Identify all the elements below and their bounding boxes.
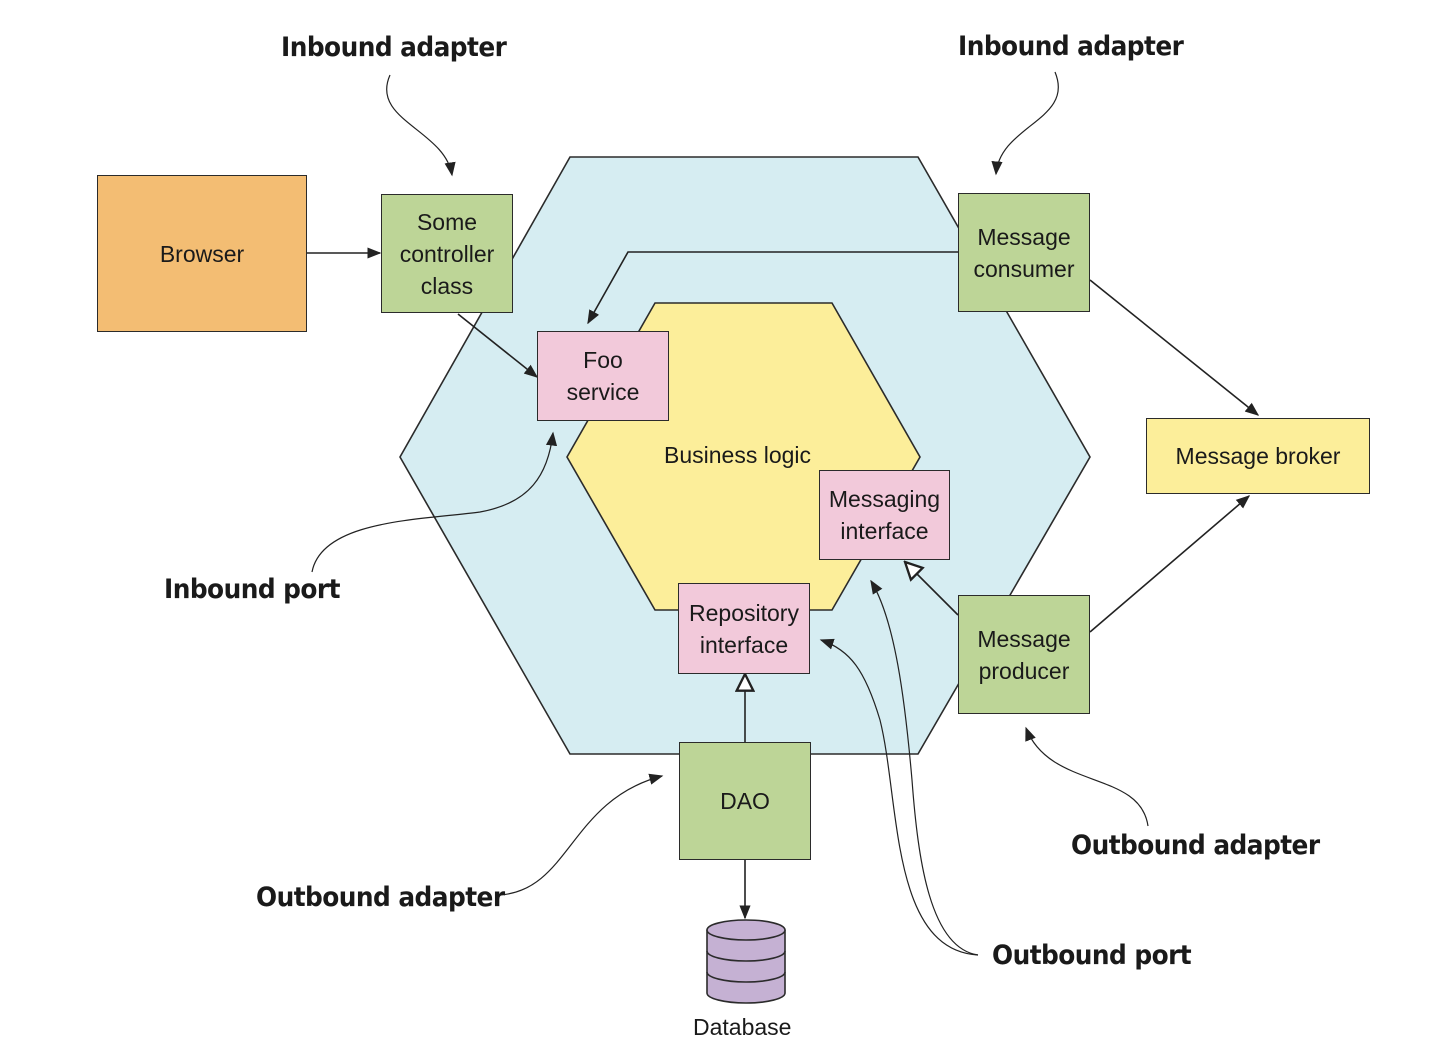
outbound-adapter-bottom-pointer	[499, 773, 664, 896]
outbound-adapter-right-pointer	[1025, 726, 1149, 827]
business-logic-label: Business logic	[664, 442, 812, 468]
outbound-port-pointer-messaging	[870, 579, 979, 956]
controller-adapter-box: Some controller class	[381, 194, 513, 313]
database-label: Database	[693, 1014, 792, 1040]
outbound-adapter-bottom-callout: Outbound adapter	[256, 882, 505, 913]
foo-service-box: Foo service	[537, 331, 669, 421]
inbound-adapter-left-callout: Inbound adapter	[281, 32, 507, 63]
repository-interface-box: Repository interface	[678, 583, 810, 674]
inbound-adapter-left-pointer	[386, 74, 456, 177]
message-producer-box: Message producer	[958, 595, 1090, 714]
outbound-port-callout: Outbound port	[992, 940, 1192, 971]
producer-implements-messaging-arrow	[905, 562, 959, 616]
browser-box: Browser	[97, 175, 307, 332]
controller-to-foo-service-arrow	[457, 313, 539, 378]
inbound-adapter-right-pointer	[991, 71, 1059, 176]
dao-box: DAO	[679, 742, 811, 860]
database-icon	[706, 919, 786, 1004]
messaging-interface-box: Messaging interface	[819, 470, 950, 560]
producer-to-broker-arrow	[1089, 495, 1251, 633]
inbound-port-pointer	[311, 431, 558, 573]
consumer-to-foo-service-arrow	[587, 251, 958, 325]
inbound-port-callout: Inbound port	[164, 574, 340, 605]
consumer-to-broker-arrow	[1089, 279, 1260, 416]
message-consumer-box: Message consumer	[958, 193, 1090, 312]
inbound-adapter-right-callout: Inbound adapter	[958, 31, 1184, 62]
outbound-adapter-right-callout: Outbound adapter	[1071, 830, 1320, 861]
message-broker-box: Message broker	[1146, 418, 1370, 494]
outbound-port-pointer-repository	[819, 638, 979, 956]
